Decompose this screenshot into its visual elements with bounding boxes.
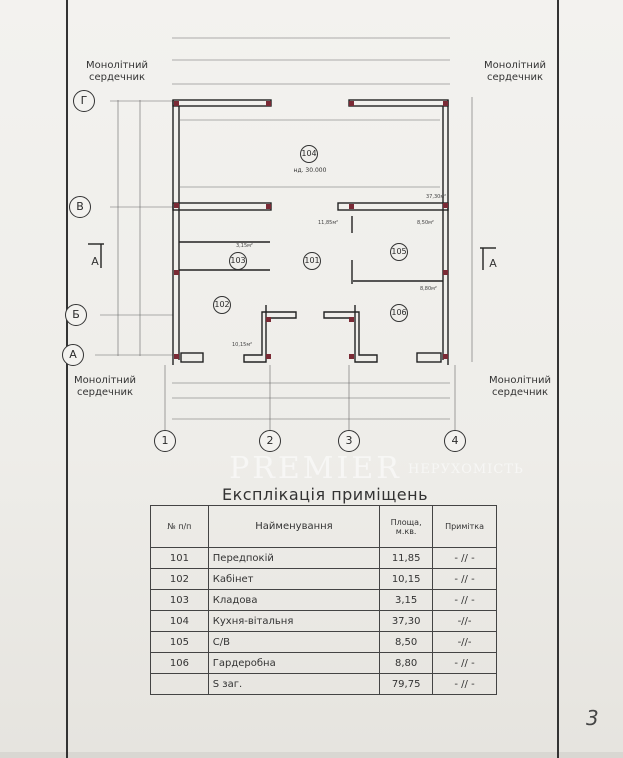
room-101-tag: 101 (303, 252, 321, 270)
section-marks (88, 243, 496, 270)
axis-row-a: А (62, 344, 84, 366)
cell-name: Гардеробна (207, 652, 381, 674)
room-106-tag: 106 (390, 304, 408, 322)
cell-note: - // - (432, 547, 497, 569)
axis-row-b: Б (65, 304, 87, 326)
cell-name: С/В (207, 631, 381, 653)
axis-row-g: Г (73, 90, 95, 112)
area-102: 10,15м² (232, 342, 253, 348)
header-name: Найменування (207, 505, 381, 548)
cell-area: 8,50 (379, 631, 434, 653)
area-101: 11,85м² (318, 220, 339, 226)
page-number: 3 (586, 706, 599, 730)
axis-col-2: 2 (259, 430, 281, 452)
cell-area: 3,15 (379, 589, 434, 611)
dimension-lines (95, 37, 473, 430)
cell-num (150, 673, 209, 695)
cell-note: - // - (432, 652, 497, 674)
watermark-line1: PREMIER (229, 451, 402, 486)
cell-area: 10,15 (379, 568, 434, 590)
area-104: 37,30м² (426, 194, 447, 200)
area-103: 3,15м² (236, 243, 253, 249)
room-104-level: нд. 30.000 (293, 167, 327, 174)
cell-area: 11,85 (379, 547, 434, 569)
cell-num: 104 (150, 610, 209, 632)
cell-num: 101 (150, 547, 209, 569)
room-105-tag: 105 (390, 243, 408, 261)
table-title: Експлікація приміщень (221, 485, 429, 504)
core-label-top-right: Монолітний сердечник (484, 60, 546, 83)
table-header-row: № п/п Найменування Площа, м.кв. Примітка (150, 505, 497, 548)
cell-name: S заг. (207, 673, 381, 695)
floor-plan (88, 37, 496, 430)
cell-name: Передпокій (207, 547, 381, 569)
header-num: № п/п (150, 505, 209, 548)
section-label-left: А (91, 255, 99, 268)
watermark-line2: НЕРУХОМІСТЬ (408, 462, 524, 477)
area-105: 8,50м² (417, 220, 434, 226)
axis-col-3: 3 (338, 430, 360, 452)
cell-num: 105 (150, 631, 209, 653)
rooms-table: № п/п Найменування Площа, м.кв. Примітка… (150, 505, 497, 695)
table-total-row: S заг.79,75- // - (150, 673, 497, 695)
cell-note: - // - (432, 589, 497, 611)
cell-num: 106 (150, 652, 209, 674)
cell-name: Кабінет (207, 568, 381, 590)
columns (174, 101, 448, 359)
cell-note: -//- (432, 610, 497, 632)
core-label-top-left: Монолітний сердечник (86, 60, 148, 83)
header-area: Площа, м.кв. (379, 505, 434, 548)
axis-col-1: 1 (154, 430, 176, 452)
area-106: 8,80м² (420, 286, 437, 292)
header-note: Примітка (432, 505, 497, 548)
room-102-tag: 102 (213, 296, 231, 314)
cell-area: 37,30 (379, 610, 434, 632)
core-label-bottom-right: Монолітний сердечник (489, 375, 551, 398)
cell-name: Кладова (207, 589, 381, 611)
drawing-frame (66, 0, 559, 758)
section-label-right: А (489, 257, 497, 270)
cell-note: - // - (432, 568, 497, 590)
axis-row-v: В (69, 196, 91, 218)
room-104-tag: 104 (300, 145, 318, 163)
core-label-bottom-left: Монолітний сердечник (74, 375, 136, 398)
cell-area: 8,80 (379, 652, 434, 674)
room-103-tag: 103 (229, 252, 247, 270)
cell-num: 102 (150, 568, 209, 590)
cell-area: 79,75 (379, 673, 434, 695)
axis-col-4: 4 (444, 430, 466, 452)
cell-note: - // - (432, 673, 497, 695)
cell-note: -//- (432, 631, 497, 653)
walls (172, 99, 449, 365)
cell-num: 103 (150, 589, 209, 611)
cell-name: Кухня-вітальня (207, 610, 381, 632)
